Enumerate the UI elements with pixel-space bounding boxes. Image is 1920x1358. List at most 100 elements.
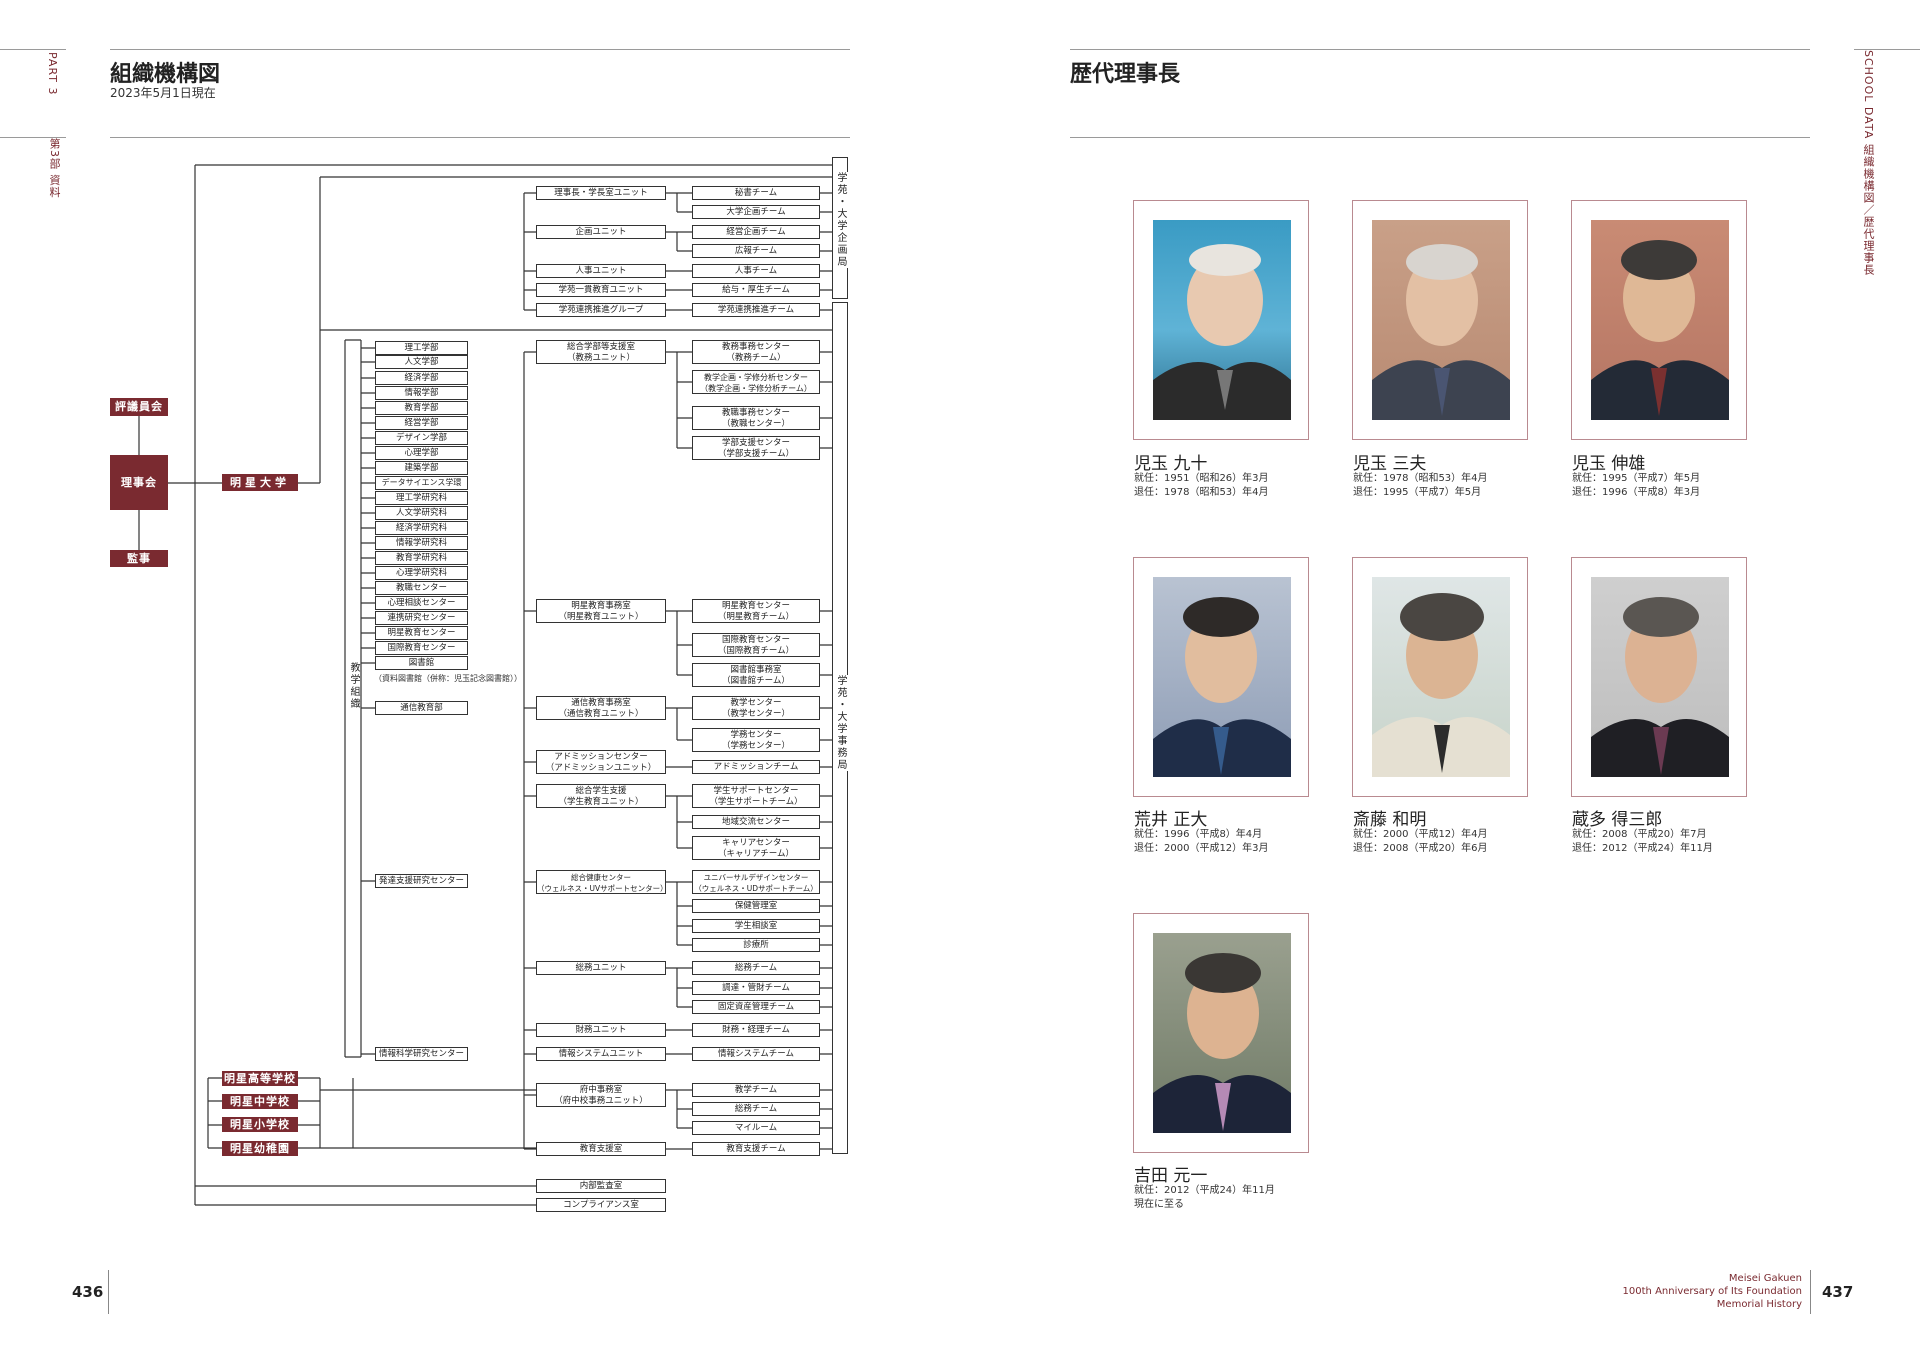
auditor-box: 監事 — [110, 550, 168, 567]
footer-line: Memorial History — [1716, 1299, 1802, 1310]
admin-team-box: 調達・管財チーム — [692, 981, 820, 995]
admin-unit-box: 府中事務室 （府中校事務ユニット） — [536, 1083, 666, 1107]
office-box: 総合学生支援 （学生教育ユニット） — [536, 784, 666, 808]
faculty-box: 情報学部 — [375, 386, 468, 400]
header-rule — [0, 49, 66, 50]
office-team-box: 教務事務センター （教務チーム） — [692, 340, 820, 364]
team-box: 地域交流センター — [692, 815, 820, 829]
unit-box: 学苑一貫教育ユニット — [536, 283, 666, 297]
footer-divider — [108, 1270, 109, 1314]
portrait-photo — [1372, 220, 1510, 420]
admin-unit-box: 情報システムユニット — [536, 1047, 666, 1061]
admin-team-box: マイルーム — [692, 1121, 820, 1135]
faculty-box: 心理学研究科 — [375, 566, 468, 580]
unit-box: 学苑連携推進グループ — [536, 303, 666, 317]
office-team-box: 明星教育センター （明星教育チーム） — [692, 599, 820, 623]
office-box: 総合健康センター （ウェルネス・UVサポートセンター） — [536, 870, 666, 894]
chairman-name: 児玉 三夫 — [1353, 454, 1427, 474]
unit-box: 人事ユニット — [536, 264, 666, 278]
chairman-term-start: 就任：1996（平成8）年4月 — [1134, 829, 1263, 840]
section-rule — [0, 137, 66, 138]
faculty-box: データサイエンス学環 — [375, 476, 468, 490]
office-team-box: 学部支援センター （学部支援チーム） — [692, 436, 820, 460]
team-box: 学生相談室 — [692, 919, 820, 933]
council-box: 評議員会 — [110, 398, 168, 416]
header-rule — [110, 49, 850, 50]
chairman-name: 児玉 伸雄 — [1572, 454, 1646, 474]
admin-team-box: 教育支援チーム — [692, 1142, 820, 1156]
office-box: アドミッションセンター （アドミッションユニット） — [536, 750, 666, 774]
header-rule — [1070, 137, 1810, 138]
footer-line: 100th Anniversary of Its Foundation — [1622, 1286, 1802, 1297]
faculty-box: 心理相談センター — [375, 596, 468, 610]
admin-unit-box: コンプライアンス室 — [536, 1198, 666, 1212]
admin-team-box: 固定資産管理チーム — [692, 1000, 820, 1014]
chairman-term-start: 就任：1978（昭和53）年4月 — [1353, 473, 1488, 484]
part-label: PART 3 — [46, 52, 59, 96]
chairman-name: 斎藤 和明 — [1353, 810, 1427, 830]
faculty-box: 心理学部 — [375, 446, 468, 460]
office-box: 総合学部等支援室 （教務ユニット） — [536, 340, 666, 364]
school-box: 明星中学校 — [222, 1094, 298, 1109]
portrait-frame — [1571, 557, 1747, 797]
page-number-left: 436 — [72, 1283, 104, 1301]
portrait-frame — [1352, 557, 1528, 797]
admin-team-box: 総務チーム — [692, 961, 820, 975]
team-box: アドミッションチーム — [692, 760, 820, 774]
library-note: （資料図書館（併称：児玉記念図書館）） — [374, 674, 522, 683]
faculty-box: 理工学部 — [375, 341, 468, 355]
header-rule — [110, 137, 850, 138]
portrait-photo — [1372, 577, 1510, 777]
chairman-name: 児玉 九十 — [1134, 454, 1208, 474]
office-team-box: 教学企画・学修分析センター （教学企画・学修分析チーム） — [692, 370, 820, 394]
chairman-term-start: 就任：1995（平成7）年5月 — [1572, 473, 1701, 484]
team-box: 保健管理室 — [692, 899, 820, 913]
faculty-box: 国際教育センター — [375, 641, 468, 655]
admin-team-box: 教学チーム — [692, 1083, 820, 1097]
team-box: 経営企画チーム — [692, 225, 820, 239]
header-rule — [1854, 49, 1920, 50]
office-box: 明星教育事務室 （明星教育ユニット） — [536, 599, 666, 623]
chairman-term-end: 退任：1995（平成7）年5月 — [1353, 487, 1482, 498]
faculty-box: 建築学部 — [375, 461, 468, 475]
faculty-box: 連携研究センター — [375, 611, 468, 625]
office-team-box: キャリアセンター （キャリアチーム） — [692, 836, 820, 860]
page-subtitle: 2023年5月1日現在 — [110, 86, 216, 100]
team-box: 秘書チーム — [692, 186, 820, 200]
office-team-box: 学務センター （学務センター） — [692, 728, 820, 752]
office-team-box: 教職事務センター （教職センター） — [692, 406, 820, 430]
side-tab: SCHOOL DATA 組織機構図／歴代理事長 — [1862, 50, 1875, 276]
admin-team-box: 財務・経理チーム — [692, 1023, 820, 1037]
portrait-photo — [1153, 577, 1291, 777]
unit-box: 企画ユニット — [536, 225, 666, 239]
footer-text: Meisei Gakuen 100th Anniversary of Its F… — [1560, 1272, 1802, 1311]
unit-box: 理事長・学長室ユニット — [536, 186, 666, 200]
footer-divider — [1810, 1270, 1811, 1314]
office-team-box: 教学センター （教学センター） — [692, 696, 820, 720]
section-label: 第3部 資料 — [48, 138, 61, 199]
faculty-box: 経済学研究科 — [375, 521, 468, 535]
faculty-box: 人文学部 — [375, 355, 468, 369]
faculty-box: 人文学研究科 — [375, 506, 468, 520]
edu-org-label: 教学組織 — [348, 662, 359, 710]
chairman-term-end: 退任：1978（昭和53）年4月 — [1134, 487, 1269, 498]
chairman-term-start: 就任：2012（平成24）年11月 — [1134, 1185, 1275, 1196]
chairman-term-end: 退任：2000（平成12）年3月 — [1134, 843, 1269, 854]
team-box: 診療所 — [692, 938, 820, 952]
chairman-term-start: 就任：2008（平成20）年7月 — [1572, 829, 1707, 840]
faculty-box: 理工学研究科 — [375, 491, 468, 505]
office-team-box: 図書館事務室 （図書館チーム） — [692, 663, 820, 687]
school-box: 明星小学校 — [222, 1117, 298, 1132]
faculty-box: 発達支援研究センター — [375, 874, 468, 888]
admin-unit-box: 内部監査室 — [536, 1179, 666, 1193]
portrait-photo — [1591, 220, 1729, 420]
portrait-photo — [1153, 220, 1291, 420]
portrait-frame — [1133, 913, 1309, 1153]
bureau-planning-label: 学苑・大学企画局 — [833, 172, 848, 268]
chairman-term-end: 退任：2012（平成24）年11月 — [1572, 843, 1713, 854]
faculty-box: 情報科学研究センター — [375, 1047, 468, 1061]
header-rule — [1070, 49, 1810, 50]
team-box: 大学企画チーム — [692, 205, 820, 219]
chairman-term-start: 就任：1951（昭和26）年3月 — [1134, 473, 1269, 484]
